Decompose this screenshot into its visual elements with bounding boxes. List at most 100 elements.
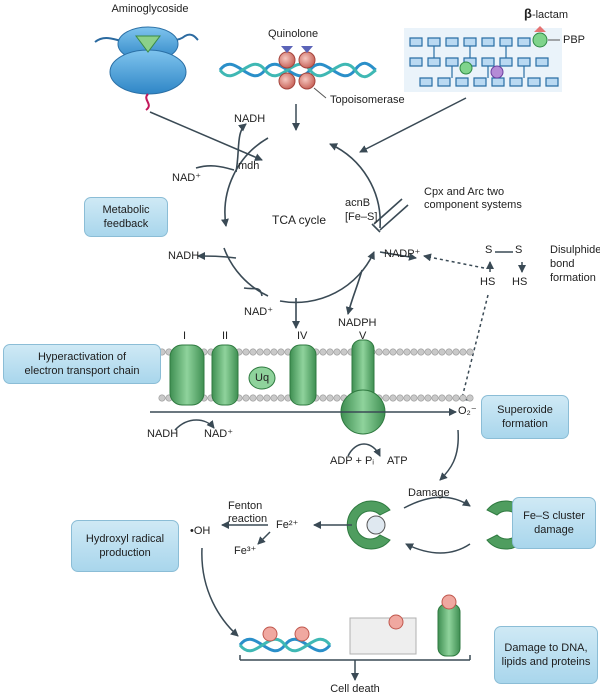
etc-arrows bbox=[150, 408, 459, 481]
metabolic-feedback-line2: feedback bbox=[103, 218, 149, 230]
disulphide-hs2: HS bbox=[512, 276, 528, 288]
nad-top-label: NAD⁺ bbox=[172, 172, 202, 184]
lipid-head bbox=[445, 348, 453, 356]
lipid-head bbox=[410, 394, 418, 402]
beta-lactam-label: β-lactam bbox=[524, 7, 568, 22]
quinolone-label: Quinolone bbox=[268, 28, 319, 40]
lipid-head bbox=[417, 348, 425, 356]
nadph-label: NADPH bbox=[338, 317, 377, 329]
lipid-head bbox=[242, 394, 250, 402]
damage-dna-line2: lipids and proteins bbox=[501, 656, 591, 668]
beta-lactam-text: -lactam bbox=[531, 9, 568, 21]
lipid-head bbox=[249, 394, 257, 402]
lipid-head bbox=[277, 348, 285, 356]
lipid-head bbox=[403, 348, 411, 356]
disulphide-label-2: bond bbox=[550, 258, 575, 270]
peptidoglycan-illustration bbox=[404, 26, 562, 92]
lipid-head bbox=[333, 394, 341, 402]
damaged-biomolecules bbox=[238, 594, 461, 657]
hyperactivation-box: Hyperactivation of electron transport cha… bbox=[3, 344, 161, 384]
fes-cluster-damage-line2: damage bbox=[534, 524, 574, 536]
lipid-head bbox=[410, 348, 418, 356]
superoxide-formation-line2: formation bbox=[502, 418, 548, 430]
fe2-label: Fe²⁺ bbox=[276, 519, 299, 531]
hyperactivation-line2: electron transport chain bbox=[24, 365, 140, 377]
lipid-head bbox=[319, 394, 327, 402]
fes-cluster-damage-box: Fe–S cluster damage bbox=[512, 497, 596, 549]
topoisomerase-dna-illustration bbox=[218, 46, 377, 99]
lipid-head bbox=[158, 394, 166, 402]
lipid-head bbox=[326, 348, 334, 356]
etc-complexes bbox=[169, 339, 386, 435]
lipid-head bbox=[466, 348, 474, 356]
disulphide-label-1: Disulphide bbox=[550, 244, 600, 256]
lipid-head bbox=[417, 394, 425, 402]
lipid-head bbox=[270, 394, 278, 402]
lipid-head bbox=[396, 348, 404, 356]
tca-cycle-ring bbox=[195, 123, 417, 329]
complex-i-label: I bbox=[183, 330, 187, 342]
cpx-arc-label-1: Cpx and Arc two bbox=[424, 186, 505, 198]
lipid-head bbox=[452, 394, 460, 402]
lipid-head bbox=[424, 348, 432, 356]
cell-death-label: Cell death bbox=[330, 683, 380, 695]
superoxide-formation-box: Superoxide formation bbox=[481, 395, 569, 439]
complex-iv-label: IV bbox=[297, 330, 308, 342]
lipid-head bbox=[438, 394, 446, 402]
lipid-head bbox=[319, 348, 327, 356]
antibiotic-arrows bbox=[149, 97, 467, 161]
lipid-head bbox=[389, 394, 397, 402]
disulphide-arrows bbox=[423, 251, 526, 401]
lipid-head bbox=[438, 348, 446, 356]
lipid-head bbox=[340, 348, 348, 356]
beta-symbol: β bbox=[524, 6, 532, 21]
adp-label: ADP + Pᵢ bbox=[330, 455, 375, 467]
disulphide-s2: S bbox=[515, 244, 523, 256]
pbp-label: PBP bbox=[563, 34, 586, 46]
aminoglycoside-label: Aminoglycoside bbox=[111, 3, 189, 15]
cpx-arc-label-2: component systems bbox=[424, 199, 522, 211]
nadh-top-label: NADH bbox=[234, 113, 266, 125]
hydroxyl-radical-line1: Hydroxyl radical bbox=[85, 533, 165, 545]
fenton-label-2: reaction bbox=[228, 513, 268, 525]
fes-cluster-damage-line1: Fe–S cluster bbox=[523, 510, 585, 522]
acnb-label: acnB bbox=[345, 197, 371, 209]
lipid-head bbox=[263, 348, 271, 356]
etc-nadh-label: NADH bbox=[147, 428, 179, 440]
mdh-label: mdh bbox=[238, 160, 260, 172]
superoxide-formation-line1: Superoxide bbox=[497, 404, 553, 416]
tca-cycle-label: TCA cycle bbox=[272, 213, 327, 227]
lipid-head bbox=[466, 394, 474, 402]
fes-label: [Fe–S] bbox=[345, 211, 378, 223]
damage-label: Damage bbox=[408, 487, 450, 499]
lipid-head bbox=[389, 348, 397, 356]
hyperactivation-line1: Hyperactivation of bbox=[37, 351, 127, 363]
nadp-label: NADP⁺ bbox=[384, 248, 421, 260]
topoisomerase-label: Topoisomerase bbox=[330, 94, 405, 106]
superoxide-label: O₂⁻ bbox=[458, 405, 477, 417]
hydroxyl-radical-line2: production bbox=[99, 547, 151, 559]
nadh-left-label: NADH bbox=[168, 250, 200, 262]
ribosome-illustration bbox=[94, 26, 199, 111]
lipid-head bbox=[424, 394, 432, 402]
lipid-head bbox=[459, 394, 467, 402]
lipid-head bbox=[396, 394, 404, 402]
lipid-head bbox=[333, 348, 341, 356]
metabolic-feedback-line1: Metabolic bbox=[102, 204, 150, 216]
uq-label: Uq bbox=[255, 372, 270, 384]
disulphide-hs1: HS bbox=[480, 276, 496, 288]
etc-nad-label: NAD⁺ bbox=[204, 428, 234, 440]
lipid-head bbox=[242, 348, 250, 356]
fes-cluster-illustration bbox=[346, 500, 531, 550]
lipid-head bbox=[403, 394, 411, 402]
lipid-head bbox=[256, 348, 264, 356]
nad-left-label: NAD⁺ bbox=[244, 306, 274, 318]
lipid-head bbox=[249, 348, 257, 356]
lipid-head bbox=[382, 348, 390, 356]
lipid-head bbox=[263, 394, 271, 402]
lipid-head bbox=[431, 348, 439, 356]
fenton-label-1: Fenton bbox=[228, 500, 263, 512]
metabolic-feedback-box: Metabolic feedback bbox=[84, 197, 168, 237]
hydroxyl-radical-box: Hydroxyl radical production bbox=[71, 520, 179, 572]
